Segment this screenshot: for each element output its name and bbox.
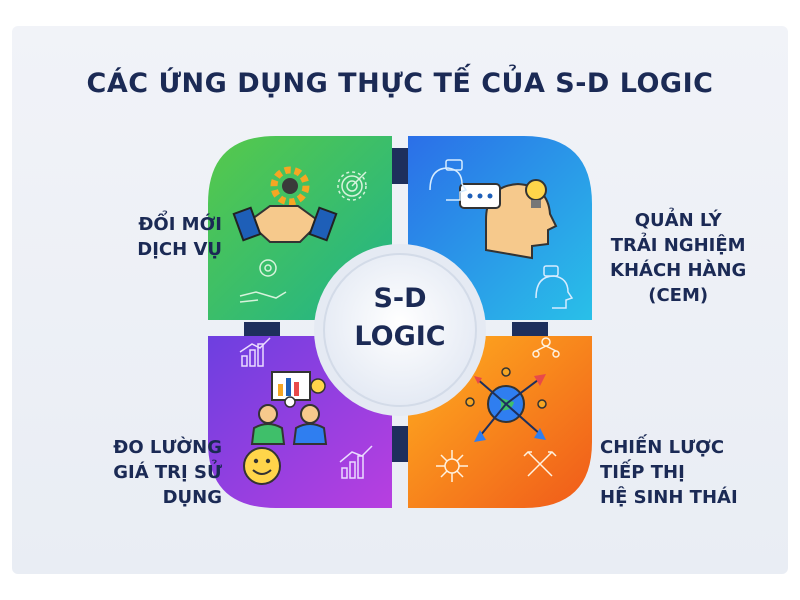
head-idea-icon [535, 265, 574, 309]
smiley-icon [243, 447, 281, 485]
gear-hand-icon [239, 259, 287, 303]
bar-chart-icon [339, 445, 373, 479]
center-circle [323, 253, 477, 407]
label-line: DỊCH VỤ [137, 239, 222, 260]
label-bottom-right: CHIẾN LƯỢC TIẾP THỊ HỆ SINH THÁI [600, 435, 738, 510]
label-line: KHÁCH HÀNG [610, 260, 747, 281]
label-line: DỤNG [162, 487, 222, 508]
label-line: HỆ SINH THÁI [600, 487, 738, 508]
center-label-line1: S-D [373, 283, 427, 314]
label-top-right: QUẢN LÝ TRẢI NGHIỆM KHÁCH HÀNG (CEM) [610, 208, 746, 308]
network-people-icon [532, 337, 560, 358]
page-title: CÁC ỨNG DỤNG THỰC TẾ CỦA S-D LOGIC [86, 68, 714, 99]
target-icon [337, 171, 367, 201]
connector-bottom [392, 426, 408, 462]
hub-icon [436, 450, 468, 482]
label-line: TRẢI NGHIỆM [610, 235, 746, 256]
handshake-gear-icon [232, 166, 338, 243]
head-chat-lightbulb-icon [459, 179, 558, 260]
label-line: QUẢN LÝ [634, 210, 722, 231]
label-line: CHIẾN LƯỢC [600, 437, 725, 458]
center-label-line2: LOGIC [354, 321, 446, 352]
four-arrows-icon [523, 451, 557, 477]
people-chart-icon [250, 371, 328, 445]
label-line: (CEM) [648, 285, 709, 306]
growth-chart-icon [239, 337, 271, 367]
connector-top [392, 148, 408, 184]
connector-right [512, 322, 548, 336]
connector-left [244, 322, 280, 336]
center-label: S-D LOGIC [320, 280, 480, 356]
label-line: ĐO LƯỜNG [113, 437, 222, 458]
label-line: ĐỔI MỚI [138, 214, 222, 235]
globe-network-arrows-icon [465, 367, 547, 442]
head-chat-icon [429, 159, 468, 201]
label-line: GIÁ TRỊ SỬ [113, 462, 222, 483]
label-top-left: ĐỔI MỚI DỊCH VỤ [137, 212, 222, 262]
label-line: TIẾP THỊ [600, 462, 685, 483]
label-bottom-left: ĐO LƯỜNG GIÁ TRỊ SỬ DỤNG [113, 435, 222, 510]
